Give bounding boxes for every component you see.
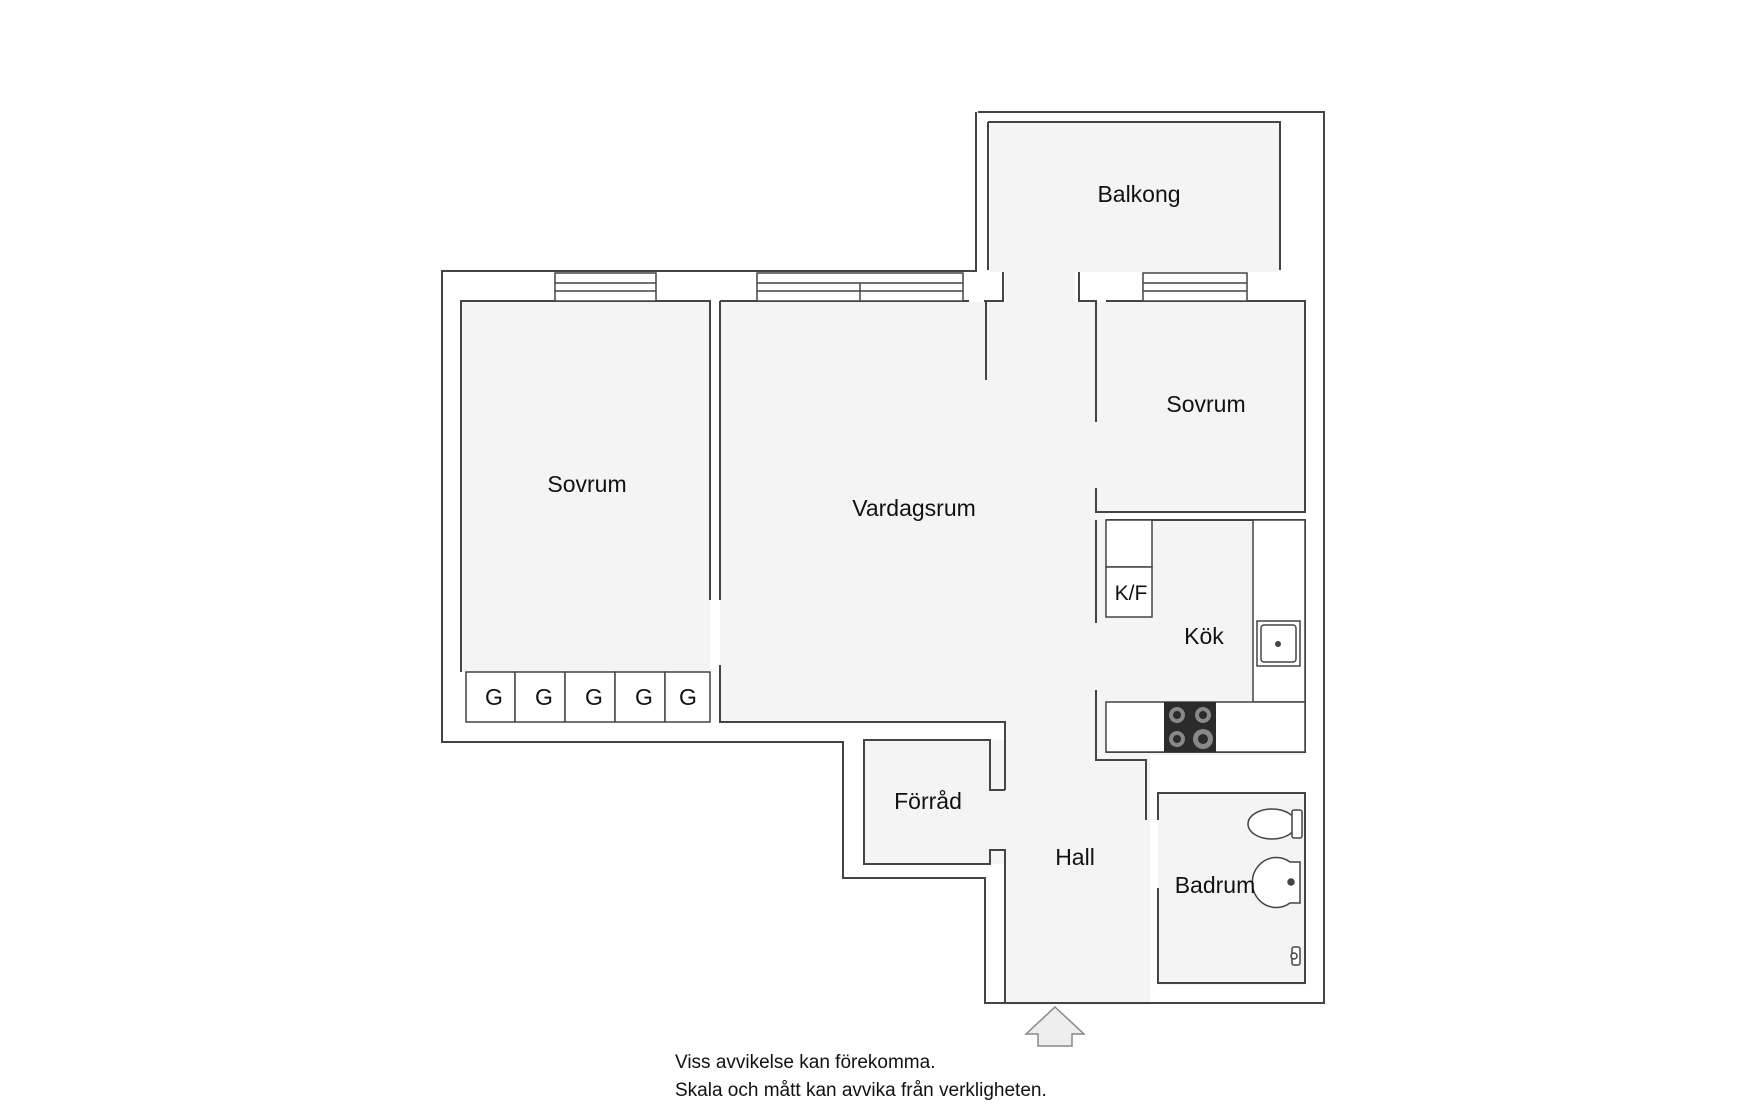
wardrobe-label: G — [535, 684, 553, 710]
sink-icon — [1256, 620, 1301, 667]
cooktop-icon — [1164, 702, 1216, 752]
room-label-hall: Hall — [1055, 844, 1095, 870]
room-label-kf: K/F — [1115, 582, 1148, 605]
wardrobe-row — [465, 671, 711, 723]
wardrobe-5 — [664, 671, 711, 723]
room-label-forrad: Förråd — [894, 788, 962, 814]
room-label-sovrum-left: Sovrum — [547, 471, 626, 497]
wardrobe-3 — [564, 671, 616, 723]
room-label-vardagsrum: Vardagsrum — [852, 495, 976, 521]
wardrobe-label: G — [485, 684, 503, 710]
wardrobe-label: G — [585, 684, 603, 710]
room-label-balkong: Balkong — [1097, 181, 1180, 207]
wardrobe-label: G — [635, 684, 653, 710]
washbasin-icon — [1251, 856, 1301, 909]
wardrobe-1 — [465, 671, 516, 723]
room-label-badrum: Badrum — [1175, 872, 1256, 898]
fridge-freezer — [1105, 566, 1153, 618]
entrance-arrow-icon — [1024, 1005, 1086, 1047]
room-label-kok: Kök — [1184, 623, 1224, 649]
disclaimer-line-2: Skala och mått kan avvika från verklighe… — [675, 1080, 1047, 1101]
wardrobe-label: G — [679, 684, 697, 710]
shower-icon — [1290, 946, 1301, 966]
toilet-icon — [1247, 808, 1303, 840]
wardrobe-2 — [514, 671, 566, 723]
windows — [554, 272, 1248, 302]
room-label-sovrum-right: Sovrum — [1166, 391, 1245, 417]
disclaimer-line-1: Viss avvikelse kan förekomma. — [675, 1052, 936, 1073]
wardrobe-4 — [614, 671, 666, 723]
